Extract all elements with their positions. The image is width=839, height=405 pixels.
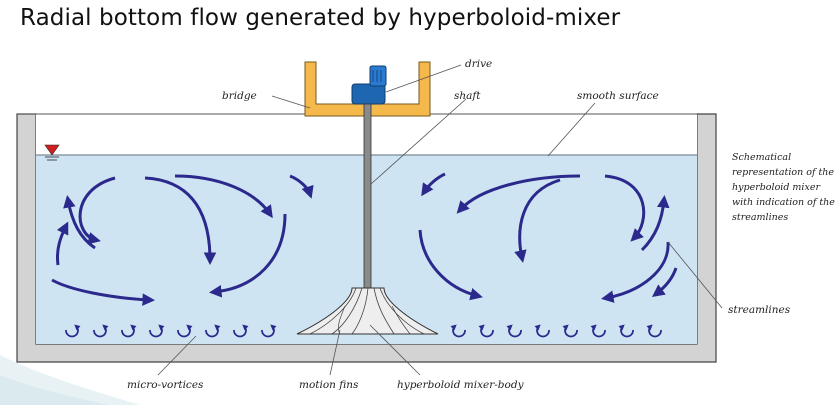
shaft xyxy=(363,103,372,295)
note-line-1: Schematical xyxy=(732,152,791,163)
label-drive: drive xyxy=(465,58,492,70)
micro-vortices-right xyxy=(450,324,662,338)
label-motion-fins: motion fins xyxy=(299,379,359,391)
label-smooth-surface: smooth surface xyxy=(577,90,659,102)
streamlines-left xyxy=(51,174,314,306)
hyperboloid-mixer-body xyxy=(296,287,439,335)
leader-lines xyxy=(157,64,723,376)
note-line-4: with indication of the xyxy=(732,197,835,208)
note-line-3: hyperboloid mixer xyxy=(732,182,821,193)
label-bridge: bridge xyxy=(222,90,257,102)
label-shaft: shaft xyxy=(454,90,481,102)
label-mixer-body: hyperboloid mixer-body xyxy=(397,379,525,391)
slide-title: Radial bottom flow generated by hyperbol… xyxy=(20,5,621,31)
micro-vortices-left xyxy=(65,324,277,338)
corner-decoration xyxy=(0,355,140,405)
label-micro-vortices: micro-vortices xyxy=(127,379,204,391)
schematic-note: Schematical representation of the hyperb… xyxy=(732,152,835,223)
drive-motor xyxy=(351,65,387,105)
note-line-5: streamlines xyxy=(732,212,788,223)
note-line-2: representation of the xyxy=(732,167,834,178)
label-streamlines: streamlines xyxy=(728,304,791,316)
streamlines-right xyxy=(418,172,678,303)
water-level-marker xyxy=(44,144,60,161)
